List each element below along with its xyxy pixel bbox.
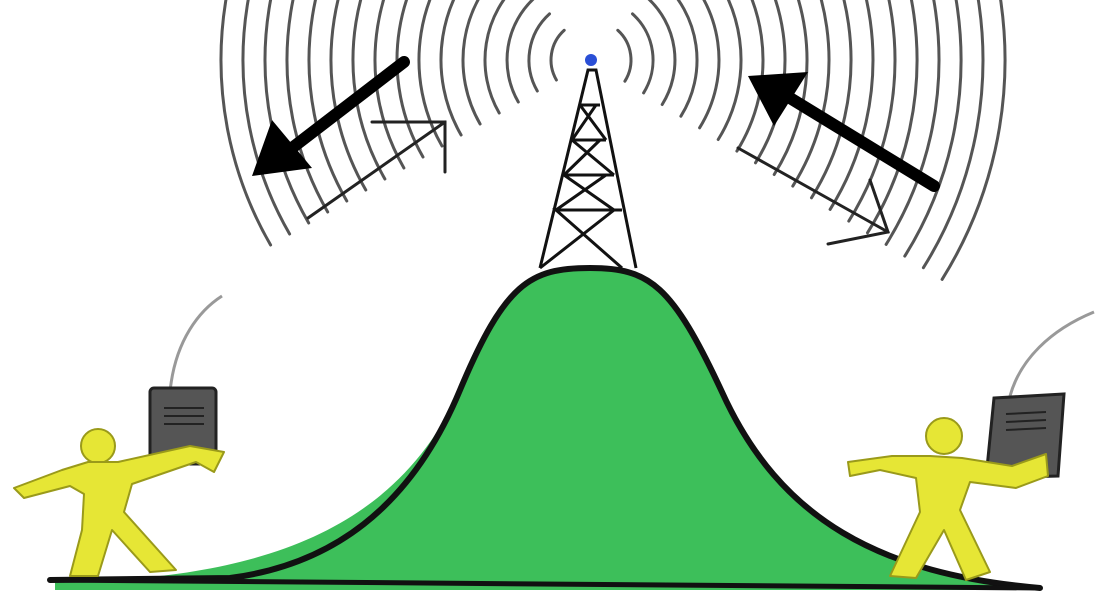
head-left [81, 429, 115, 463]
tower-tip [585, 54, 597, 66]
head-right [926, 418, 962, 454]
